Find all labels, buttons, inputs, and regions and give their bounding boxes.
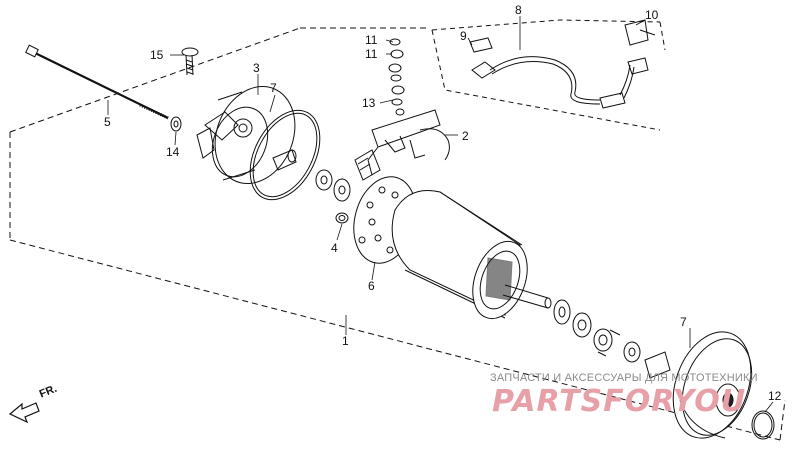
long-bolt (25, 44, 169, 120)
cable-assembly (469, 19, 656, 109)
cable-assembly-outline (431, 19, 666, 131)
callout-12: 12 (768, 389, 782, 403)
callout-1: 1 (342, 334, 349, 348)
assembly-outline (9, 27, 786, 441)
o-ring-front (751, 410, 775, 440)
brush-holder (354, 109, 450, 181)
callout-4: 4 (331, 241, 338, 255)
callout-6: 6 (368, 279, 375, 293)
callout-11b: 11 (365, 47, 378, 61)
o-ring-rear (249, 109, 321, 201)
callout-15: 15 (150, 48, 164, 62)
front-cover (672, 331, 753, 439)
callout-8: 8 (515, 3, 522, 17)
callout-14: 14 (166, 145, 180, 159)
front-direction-arrow (8, 402, 40, 424)
watermark-text: ЗАПЧАСТИ И АКСЕССУАРЫ ДЛЯ МОТОТЕХНИКИ (490, 372, 758, 384)
rear-washers (315, 169, 351, 202)
terminal-hardware-stack (388, 38, 405, 116)
rear-cover (196, 86, 296, 184)
shaft-washers (553, 299, 641, 363)
washer-14 (170, 116, 182, 132)
callout-9: 9 (460, 29, 467, 43)
callout-13: 13 (362, 96, 376, 110)
callout-10: 10 (645, 8, 659, 22)
callout-7b: 7 (680, 315, 687, 329)
callout-2: 2 (462, 129, 469, 143)
callout-11a: 11 (365, 33, 378, 47)
bolt-15 (181, 47, 199, 76)
callout-7a: 7 (270, 81, 277, 95)
o-ring-small (335, 212, 349, 224)
callout-3: 3 (253, 61, 260, 75)
leader-lines (107, 16, 774, 413)
callouts: 1 2 3 4 5 6 7 7 8 9 10 11 11 12 13 14 15 (104, 3, 782, 403)
callout-5: 5 (104, 115, 111, 129)
motor-housing (391, 190, 552, 320)
watermark-logo: PARTSFORYOU (492, 384, 747, 419)
